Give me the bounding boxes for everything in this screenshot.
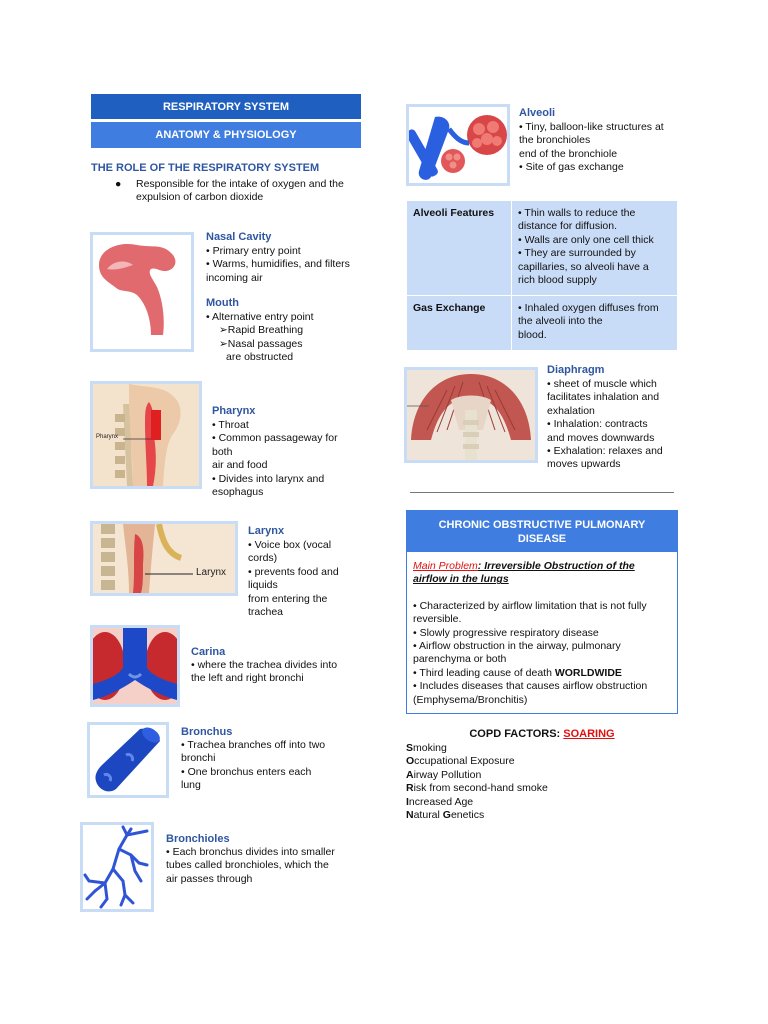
pharynx-image: Pharynx [90,381,202,489]
pharynx-label: Pharynx [96,434,119,440]
table-row: Alveoli Features • Thin walls to reduce … [406,200,678,296]
bronchus-text: • Trachea branches off into two bronchi … [181,739,326,792]
alveoli-image [406,104,510,186]
pharynx-illustration [93,384,199,486]
diaphragm-title: Diaphragm [547,364,605,376]
gas-exchange-label: Gas Exchange [406,295,512,351]
larynx-title: Larynx [248,525,285,537]
alveoli-title: Alveoli [519,107,556,119]
worldwide-emphasis: WORLDWIDE [554,666,622,679]
alveoli-features-table: Alveoli Features • Thin walls to reduce … [406,200,678,351]
carina-image [90,625,180,707]
main-problem-text: : Irreversible Obstruction of the [477,560,635,572]
soaring-acronym: SOARING [563,728,615,740]
larynx-text: • Voice box (vocal cords) • prevents foo… [248,539,339,619]
title-banner: RESPIRATORY SYSTEM [91,94,361,119]
carina-title: Carina [191,646,226,658]
list-item: Natural Genetics [406,809,485,822]
copd-factors-title: COPD FACTORS: SOARING [469,728,615,740]
larynx-illustration [93,524,235,593]
main-problem-text-2: airflow in the lungs [413,573,509,586]
pharynx-title: Pharynx [212,405,256,417]
diaphragm-image [404,367,538,463]
gas-exchange-cell: • Inhaled oxygen diffuses from the alveo… [511,295,678,351]
bronchus-title: Bronchus [181,726,233,738]
copd-details: • Characterized by airflow limitation th… [413,599,648,706]
bronchioles-text: • Each bronchus divides into smaller tub… [166,846,335,885]
list-item: Smoking [406,742,447,754]
diaphragm-text: • sheet of muscle which facilitates inha… [547,378,663,471]
mouth-text: • Alternative entry point ➢Rapid Breathi… [206,311,314,364]
list-item: Risk from second-hand smoke [406,782,548,795]
role-heading: THE ROLE OF THE RESPIRATORY SYSTEM [91,162,320,174]
larynx-label: Larynx [196,567,227,578]
main-problem-label: Main Problem [413,560,478,572]
copd-problem: Main Problem: Irreversible Obstruction o… [407,552,677,587]
mouth-title: Mouth [206,297,239,309]
alveoli-features-label: Alveoli Features [406,200,512,296]
alveoli-features-cell: • Thin walls to reduce the distance for … [511,200,678,296]
copd-factors-list: Smoking Occupational Exposure Airway Pol… [406,742,548,822]
page-title: RESPIRATORY SYSTEM [162,100,290,113]
bronchioles-image [80,822,154,912]
alveoli-text: • Tiny, balloon-like structures at the b… [519,121,664,174]
nasal-cavity-title: Nasal Cavity [206,231,272,243]
carina-illustration [93,628,177,704]
page-subtitle: ANATOMY & PHYSIOLOGY [155,129,297,141]
list-item: Airway Pollution [406,768,482,781]
bronchus-illustration [95,727,160,792]
table-row: Gas Exchange • Inhaled oxygen diffuses f… [406,295,678,351]
pharynx-text: • Throat • Common passageway for both ai… [212,419,338,499]
nasal-cavity-image [90,232,194,352]
carina-text: • where the trachea divides into the lef… [191,659,338,685]
nasal-cavity-illustration [99,243,176,335]
list-item: Occupational Exposure [406,755,515,768]
diaphragm-illustration [407,370,535,460]
role-text: Responsible for the intake of oxygen and… [136,178,344,204]
role-bullet: ● [115,178,122,190]
section-divider [410,492,674,493]
bronchus-image [87,722,169,798]
nasal-cavity-text: • Primary entry point • Warms, humidifie… [206,245,350,284]
bronchioles-title: Bronchioles [166,833,230,845]
bronchioles-illustration [83,825,149,909]
copd-box: CHRONIC OBSTRUCTIVE PULMONARY DISEASE Ma… [406,510,678,714]
larynx-image: Larynx [90,521,238,596]
alveoli-illustration [409,115,507,180]
list-item: Increased Age [406,795,474,808]
copd-header: CHRONIC OBSTRUCTIVE PULMONARY DISEASE [407,511,677,552]
subtitle-banner: ANATOMY & PHYSIOLOGY [91,122,361,148]
